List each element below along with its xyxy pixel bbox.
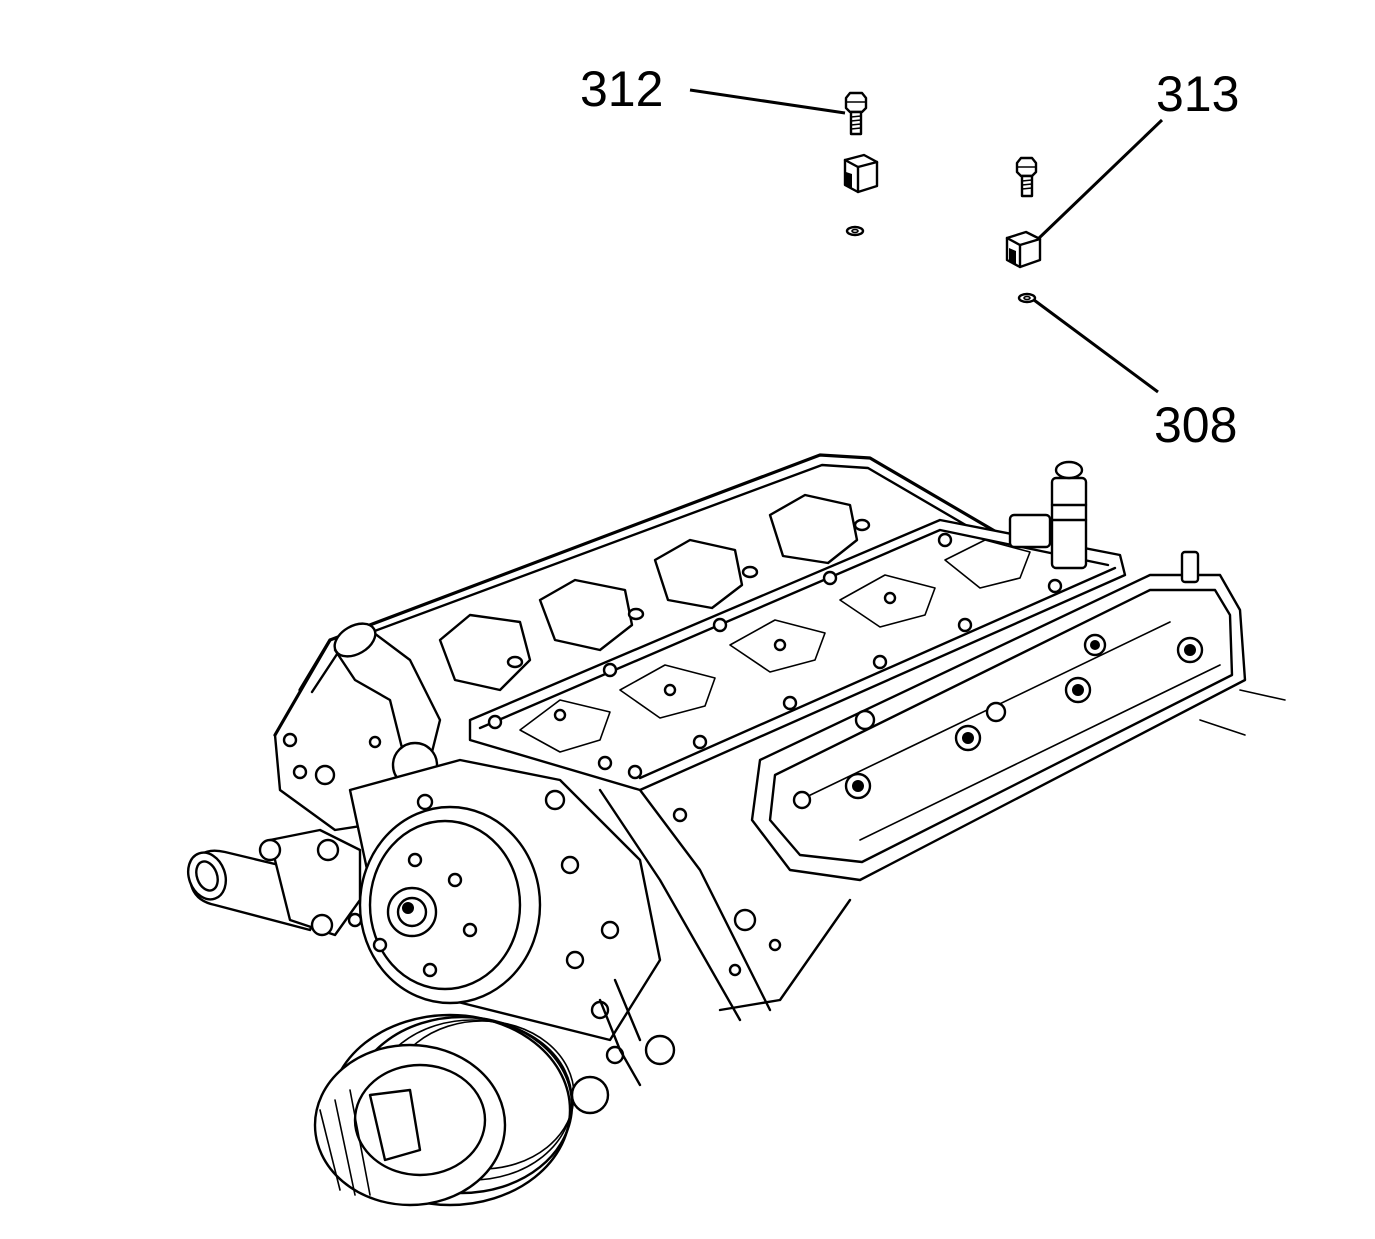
leader-312 xyxy=(689,88,846,115)
lower-drive xyxy=(570,978,676,1115)
knock-sensor-left xyxy=(843,153,879,194)
oil-pressure-sender xyxy=(1008,460,1088,570)
water-pump-pulley xyxy=(358,805,542,1005)
knock-sensor-313 xyxy=(1005,230,1042,269)
callout-312-label: 312 xyxy=(580,61,663,117)
water-inlet-pipe xyxy=(186,828,363,937)
valley-pockets xyxy=(438,493,871,692)
coil-bolts xyxy=(792,633,1204,810)
callout-308-label: 308 xyxy=(1154,397,1237,453)
front-cover xyxy=(273,638,852,1022)
bolt-right xyxy=(1015,156,1038,198)
bolt-312 xyxy=(844,91,868,136)
crankshaft-balancer xyxy=(313,1013,575,1207)
leader-313 xyxy=(1035,118,1164,242)
callout-313-label: 313 xyxy=(1156,66,1239,122)
valley-cover-plate xyxy=(468,518,1127,792)
o-ring-left xyxy=(845,225,865,237)
engine-block xyxy=(186,453,1286,1207)
o-ring-308 xyxy=(1017,292,1037,304)
thermostat-housing xyxy=(333,622,442,789)
valve-cover-right xyxy=(750,550,1286,882)
leader-308 xyxy=(1033,298,1159,394)
